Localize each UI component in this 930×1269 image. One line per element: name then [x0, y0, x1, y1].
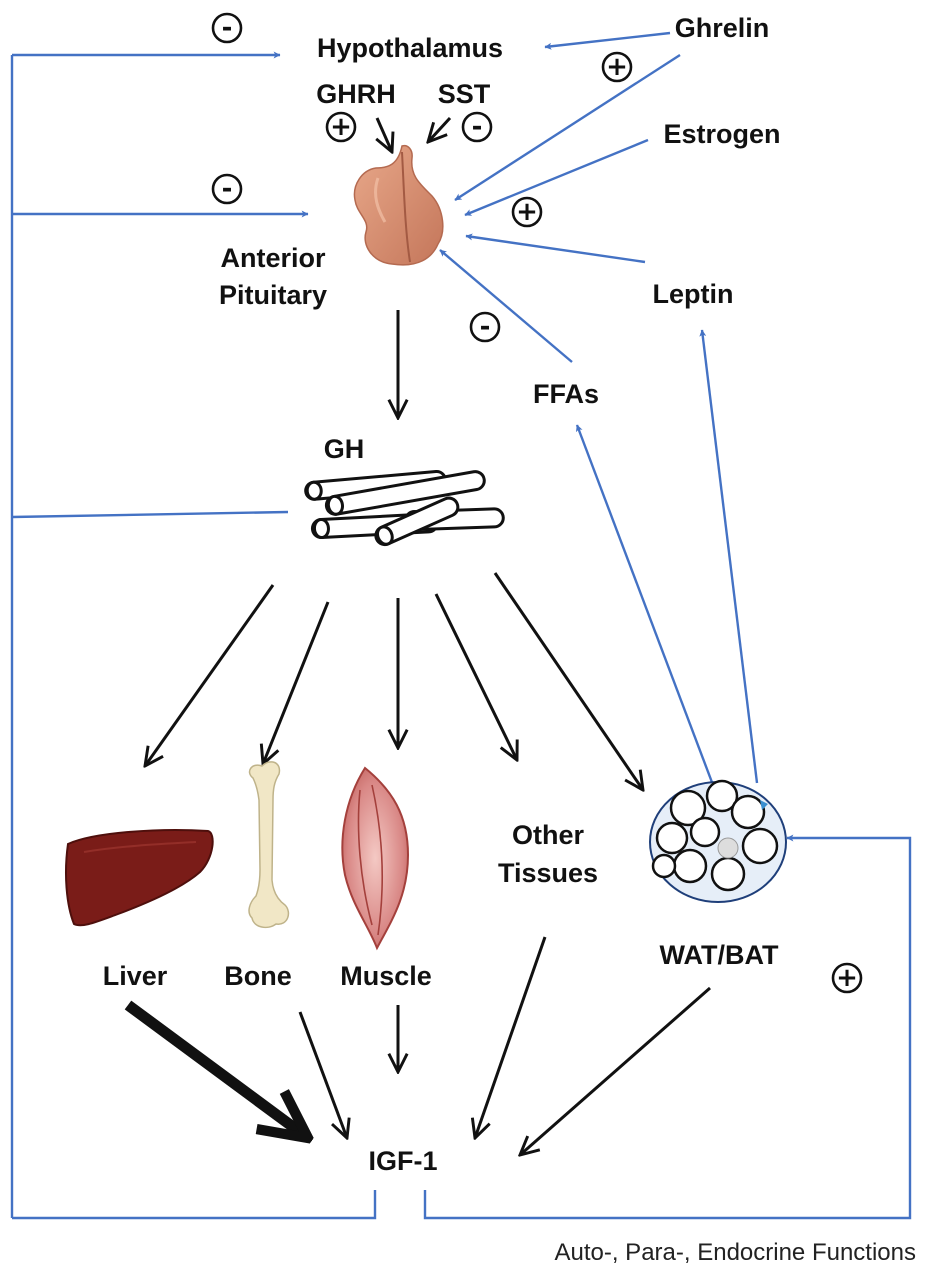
- minus-sign-pituitary: -: [213, 174, 241, 204]
- right-feedback-loop: [425, 33, 910, 1218]
- svg-text:-: -: [472, 112, 483, 142]
- label-gh: GH: [324, 434, 365, 464]
- label-ghrelin: Ghrelin: [675, 13, 770, 43]
- label-anterior: Anterior: [220, 243, 326, 273]
- plus-sign-estrogen: +: [513, 197, 541, 227]
- label-liver: Liver: [103, 961, 168, 991]
- left-feedback-loop: [12, 55, 375, 1218]
- label-sst: SST: [438, 79, 491, 109]
- svg-text:-: -: [222, 13, 233, 43]
- label-pituitary: Pituitary: [219, 280, 327, 310]
- pituitary-gland-image: [354, 146, 442, 265]
- label-hypothalamus: Hypothalamus: [317, 33, 503, 63]
- label-ghrh: GHRH: [316, 79, 396, 109]
- minus-sign-ffas: -: [471, 312, 499, 342]
- gh-tubes-icon: [305, 470, 504, 547]
- label-muscle: Muscle: [340, 961, 432, 991]
- label-bone: Bone: [224, 961, 292, 991]
- svg-text:+: +: [516, 197, 538, 227]
- minus-sign-hypothalamus: -: [213, 13, 241, 43]
- label-footer: Auto-, Para-, Endocrine Functions: [554, 1239, 916, 1266]
- label-igf1: IGF-1: [368, 1146, 437, 1176]
- plus-sign-ghrh: +: [327, 112, 355, 142]
- muscle-image: [342, 768, 408, 948]
- bone-image: [249, 762, 288, 928]
- label-estrogen: Estrogen: [663, 119, 780, 149]
- liver-image: [66, 830, 213, 925]
- svg-text:+: +: [330, 112, 352, 142]
- svg-text:-: -: [222, 174, 233, 204]
- plus-sign-ghrelin: +: [603, 52, 631, 82]
- adipose-tissue-image: [650, 781, 786, 902]
- label-other: Other: [512, 820, 585, 850]
- label-leptin: Leptin: [653, 279, 734, 309]
- black-arrows: [128, 118, 710, 1155]
- svg-text:+: +: [836, 963, 858, 993]
- label-ffas: FFAs: [533, 379, 599, 409]
- label-wat-bat: WAT/BAT: [660, 940, 779, 970]
- plus-sign-igf1-loop: +: [833, 963, 861, 993]
- svg-text:+: +: [606, 52, 628, 82]
- svg-text:-: -: [480, 312, 491, 342]
- label-tissues: Tissues: [498, 858, 598, 888]
- minus-sign-sst: -: [463, 112, 491, 142]
